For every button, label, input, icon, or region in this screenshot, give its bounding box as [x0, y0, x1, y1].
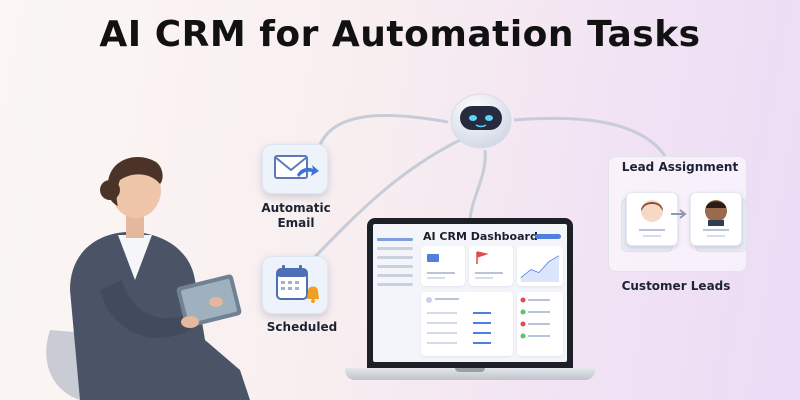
email-icon	[427, 254, 455, 279]
contacts-list-tile[interactable]	[421, 292, 513, 356]
laptop-screen: AI CRM Dashboard	[367, 218, 573, 368]
woman-avatar-icon	[639, 200, 665, 237]
tasks-list-tile[interactable]	[517, 292, 563, 356]
task-rows	[520, 297, 550, 339]
contact-rows	[426, 297, 491, 344]
customer-leads-label: Customer Leads	[621, 279, 731, 293]
robot-assistant-icon	[450, 93, 512, 149]
arrow-right-icon	[671, 209, 687, 219]
trend-chart-tile[interactable]	[517, 246, 563, 286]
scheduled-card[interactable]	[262, 256, 328, 314]
dashboard-sidebar[interactable]	[377, 238, 413, 292]
flag-icon	[475, 251, 503, 279]
laptop-notch	[455, 368, 485, 372]
businesswoman-illustration	[46, 157, 250, 400]
crm-dashboard: AI CRM Dashboard	[373, 224, 567, 362]
email-send-icon	[274, 155, 319, 179]
laptop-base	[345, 368, 595, 380]
dashboard-action-button[interactable]	[535, 234, 561, 239]
trend-line-icon	[520, 255, 560, 282]
calendar-bell-icon	[276, 265, 319, 303]
lead-assignment-label: Lead Assignment	[621, 160, 739, 174]
lead-card-woman[interactable]	[626, 192, 678, 246]
automatic-email-card[interactable]	[262, 144, 328, 194]
lead-card-man[interactable]	[690, 192, 742, 246]
email-stat-tile[interactable]	[421, 246, 465, 286]
page-title: AI CRM for Automation Tasks	[99, 14, 701, 55]
flag-stat-tile[interactable]	[469, 246, 513, 286]
dashboard-title: AI CRM Dashboard	[423, 230, 538, 243]
man-avatar-icon	[703, 200, 729, 237]
laptop: AI CRM Dashboard	[345, 218, 595, 388]
scheduled-label: Scheduled	[266, 320, 338, 334]
